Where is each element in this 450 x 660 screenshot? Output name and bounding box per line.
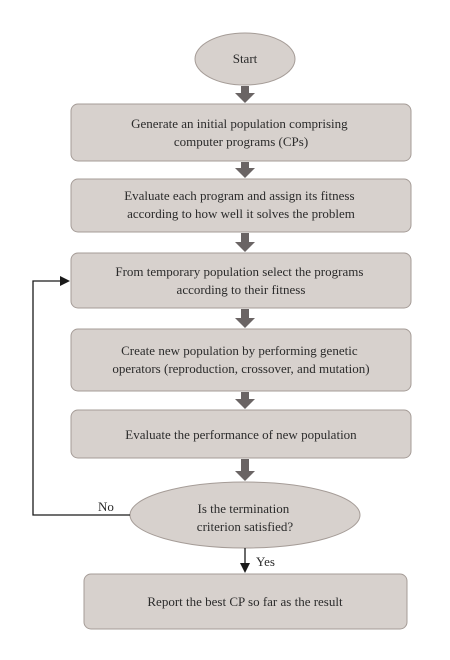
start-node: Start <box>194 32 296 86</box>
down-arrow-3 <box>235 233 255 252</box>
select-programs-label: From temporary population select the pro… <box>115 264 366 297</box>
termination-decision-line-2: criterion satisfied? <box>197 519 294 534</box>
generate-population-shape <box>70 103 412 162</box>
select-programs-shape <box>70 252 412 309</box>
evaluate-fitness-line-2: according to how well it solves the prob… <box>127 206 355 221</box>
down-arrow-2 <box>235 162 255 178</box>
evaluate-new-population-node: Evaluate the performance of new populati… <box>70 409 412 459</box>
select-programs-line-2: according to their fitness <box>177 282 306 297</box>
evaluate-fitness-node: Evaluate each program and assign its fit… <box>70 178 412 233</box>
create-population-node: Create new population by performing gene… <box>70 328 412 392</box>
no-loop-connector <box>32 276 130 516</box>
report-result-line-1: Report the best CP so far as the result <box>147 594 343 609</box>
no-label: No <box>98 499 114 514</box>
evaluate-fitness-line-1: Evaluate each program and assign its fit… <box>124 188 354 203</box>
create-population-label: Create new population by performing gene… <box>112 343 369 376</box>
evaluate-fitness-shape <box>70 178 412 233</box>
create-population-line-2: operators (reproduction, crossover, and … <box>112 361 369 376</box>
evaluate-new-population-label: Evaluate the performance of new populati… <box>125 427 357 442</box>
report-result-label: Report the best CP so far as the result <box>147 594 343 609</box>
termination-decision-node: Is the termination criterion satisfied? <box>129 481 361 549</box>
down-arrow-6 <box>235 459 255 481</box>
start-label: Start <box>233 51 258 66</box>
yes-label: Yes <box>256 554 275 569</box>
evaluate-fitness-label: Evaluate each program and assign its fit… <box>124 188 358 221</box>
down-arrow-4 <box>235 309 255 328</box>
generate-population-label: Generate an initial population comprisin… <box>131 116 351 149</box>
report-result-node: Report the best CP so far as the result <box>83 573 408 630</box>
generate-population-line-2: computer programs (CPs) <box>174 134 308 149</box>
generate-population-node: Generate an initial population comprisin… <box>70 103 412 162</box>
termination-decision-line-1: Is the termination <box>198 501 290 516</box>
generate-population-line-1: Generate an initial population comprisin… <box>131 116 348 131</box>
create-population-line-1: Create new population by performing gene… <box>121 343 358 358</box>
create-population-shape <box>70 328 412 392</box>
evaluate-new-population-shape <box>70 409 412 459</box>
evaluate-new-population-line-1: Evaluate the performance of new populati… <box>125 427 357 442</box>
termination-decision-label: Is the termination criterion satisfied? <box>197 501 294 534</box>
select-programs-node: From temporary population select the pro… <box>70 252 412 309</box>
down-arrow-1 <box>235 86 255 103</box>
select-programs-line-1: From temporary population select the pro… <box>115 264 363 279</box>
report-result-shape <box>83 573 408 630</box>
down-arrow-5 <box>235 392 255 409</box>
start-shape <box>194 32 296 86</box>
start-label-line-1: Start <box>233 51 258 66</box>
